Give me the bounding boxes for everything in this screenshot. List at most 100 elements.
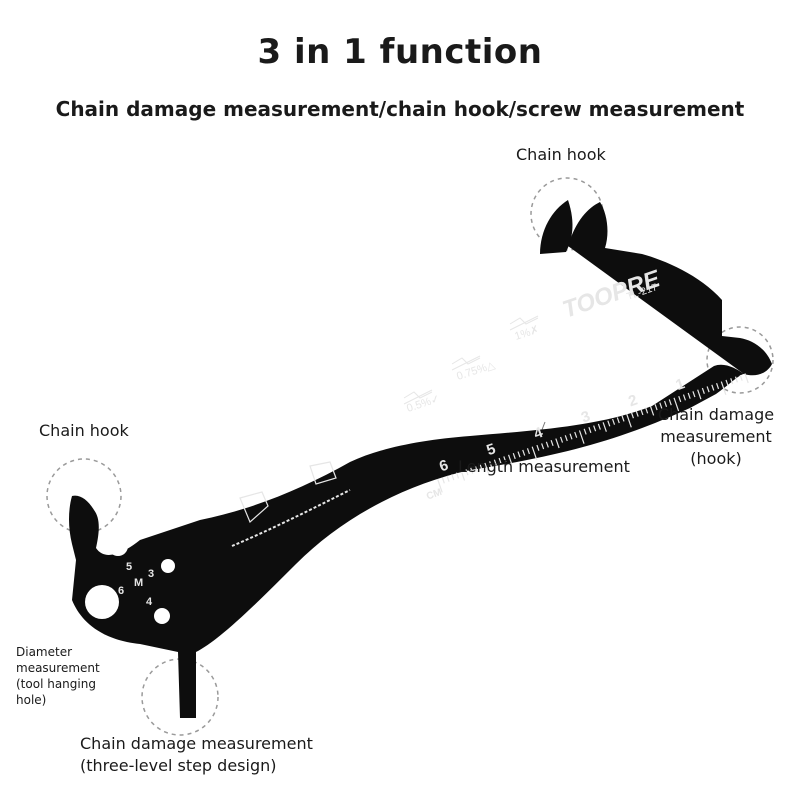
ruler-tick xyxy=(744,373,749,384)
ruler-tick xyxy=(725,379,729,386)
ruler-tick xyxy=(569,433,573,440)
label-length-measurement: Length measurement xyxy=(458,457,630,476)
ruler-tick xyxy=(512,453,516,460)
ruler-tick xyxy=(446,475,450,482)
label-line: Chain damage measurement xyxy=(80,734,313,753)
label-line: (hook) xyxy=(690,449,742,468)
ruler-tick xyxy=(474,466,478,473)
ruler-tick xyxy=(541,443,545,450)
ruler-number-3: 3 xyxy=(579,408,592,427)
ruler-tick xyxy=(564,435,568,442)
ruler-tick xyxy=(451,474,455,481)
label-line: Chain damage xyxy=(657,405,775,424)
label-chain-damage-step: Chain damage measurement (three-level st… xyxy=(80,733,313,777)
tool-body xyxy=(69,202,772,718)
ruler-tick xyxy=(711,384,715,391)
ruler-tick xyxy=(503,456,507,463)
ruler-tick xyxy=(607,420,611,427)
label-chain-hook-left: Chain hook xyxy=(39,421,129,440)
ruler-tick xyxy=(455,472,460,479)
ruler-tick xyxy=(635,410,639,417)
ruler-tick xyxy=(489,461,493,468)
ruler-tick xyxy=(673,397,680,412)
label-diameter: Diameter measurement (tool hanging hole) xyxy=(16,644,100,708)
ruler-tick xyxy=(630,412,634,419)
hole-3 xyxy=(161,559,175,573)
ruler-tick xyxy=(626,413,632,428)
ruler-tick xyxy=(734,376,739,383)
wear-mark-075: 0.75%△ xyxy=(455,359,497,383)
page-title: 3 in 1 function xyxy=(257,32,543,72)
ruler-tick xyxy=(716,383,720,390)
ruler-tick xyxy=(730,378,734,385)
ruler-tick xyxy=(559,436,564,443)
ruler-tick xyxy=(706,386,710,393)
hole-6 xyxy=(85,585,119,619)
hole-label-3: 3 xyxy=(148,568,154,580)
ruler-tick xyxy=(536,444,540,451)
chain-engraving xyxy=(231,461,351,547)
ruler-tick xyxy=(588,426,592,434)
ruler-tick xyxy=(697,389,702,400)
ruler-unit: CM xyxy=(425,487,443,502)
ruler-tick xyxy=(611,418,616,425)
label-line: measurement xyxy=(16,661,100,675)
ruler-tick xyxy=(517,451,521,458)
label-line: hole) xyxy=(16,693,47,707)
ruler-tick xyxy=(621,415,625,422)
hook-top xyxy=(540,200,573,254)
ruler-tick xyxy=(484,462,491,477)
hole-label-6: 6 xyxy=(118,585,124,597)
ruler-tick xyxy=(470,467,474,474)
ruler-tick xyxy=(649,405,655,416)
ruler-tick xyxy=(545,441,549,448)
ruler-tick xyxy=(550,439,554,447)
label-line: measurement xyxy=(660,427,772,446)
wear-mark-icons xyxy=(403,315,539,405)
ruler-tick xyxy=(682,394,686,401)
hole-5 xyxy=(108,536,128,556)
hanging-holes xyxy=(85,536,175,624)
hole-label-m: M xyxy=(134,577,143,589)
label-chain-hook-top: Chain hook xyxy=(516,145,606,164)
ruler-tick xyxy=(526,448,530,455)
ruler-tick xyxy=(583,428,587,435)
ruler-tick xyxy=(720,381,727,396)
ruler-tick xyxy=(602,422,607,432)
ruler-tick xyxy=(645,407,649,414)
ruler-tick xyxy=(531,446,538,461)
ruler-tick xyxy=(654,404,658,411)
label-chain-damage-hook: Chain damage measurement (hook) xyxy=(636,404,796,470)
ruler-tick xyxy=(659,402,663,409)
ruler-tick xyxy=(664,400,668,407)
hole-label-4: 4 xyxy=(146,596,153,608)
ruler-tick xyxy=(493,459,497,466)
label-line: (tool hanging xyxy=(16,677,96,691)
ruler-tick xyxy=(701,387,705,394)
ruler-tick xyxy=(465,469,469,476)
ruler-tick xyxy=(678,396,682,403)
label-line: Diameter xyxy=(16,645,73,659)
ruler-tick xyxy=(640,409,644,416)
ruler-tick xyxy=(739,374,743,381)
ruler-tick xyxy=(574,431,578,438)
hole-4 xyxy=(154,608,170,624)
ruler-tick xyxy=(578,430,585,444)
callout-ring-right-hook xyxy=(706,326,774,394)
ruler-tick xyxy=(460,470,466,481)
ruler-tick xyxy=(479,464,483,471)
wear-marks: 0.5%✓ 0.75%△ 1%✗ xyxy=(405,324,541,415)
page-subtitle: Chain damage measurement/chain hook/scre… xyxy=(55,97,745,121)
ruler-tick xyxy=(555,438,560,449)
ruler-tick xyxy=(437,479,443,493)
label-line: (three-level step design) xyxy=(80,756,277,775)
ruler-tick xyxy=(668,399,672,406)
ruler-tick xyxy=(441,477,445,484)
hole-label-5: 5 xyxy=(126,561,132,573)
ruler-ticks xyxy=(437,373,749,493)
ruler-tick xyxy=(593,425,597,432)
ruler-tick xyxy=(498,457,502,464)
ruler-tick xyxy=(616,417,620,424)
ruler-tick xyxy=(687,392,691,399)
